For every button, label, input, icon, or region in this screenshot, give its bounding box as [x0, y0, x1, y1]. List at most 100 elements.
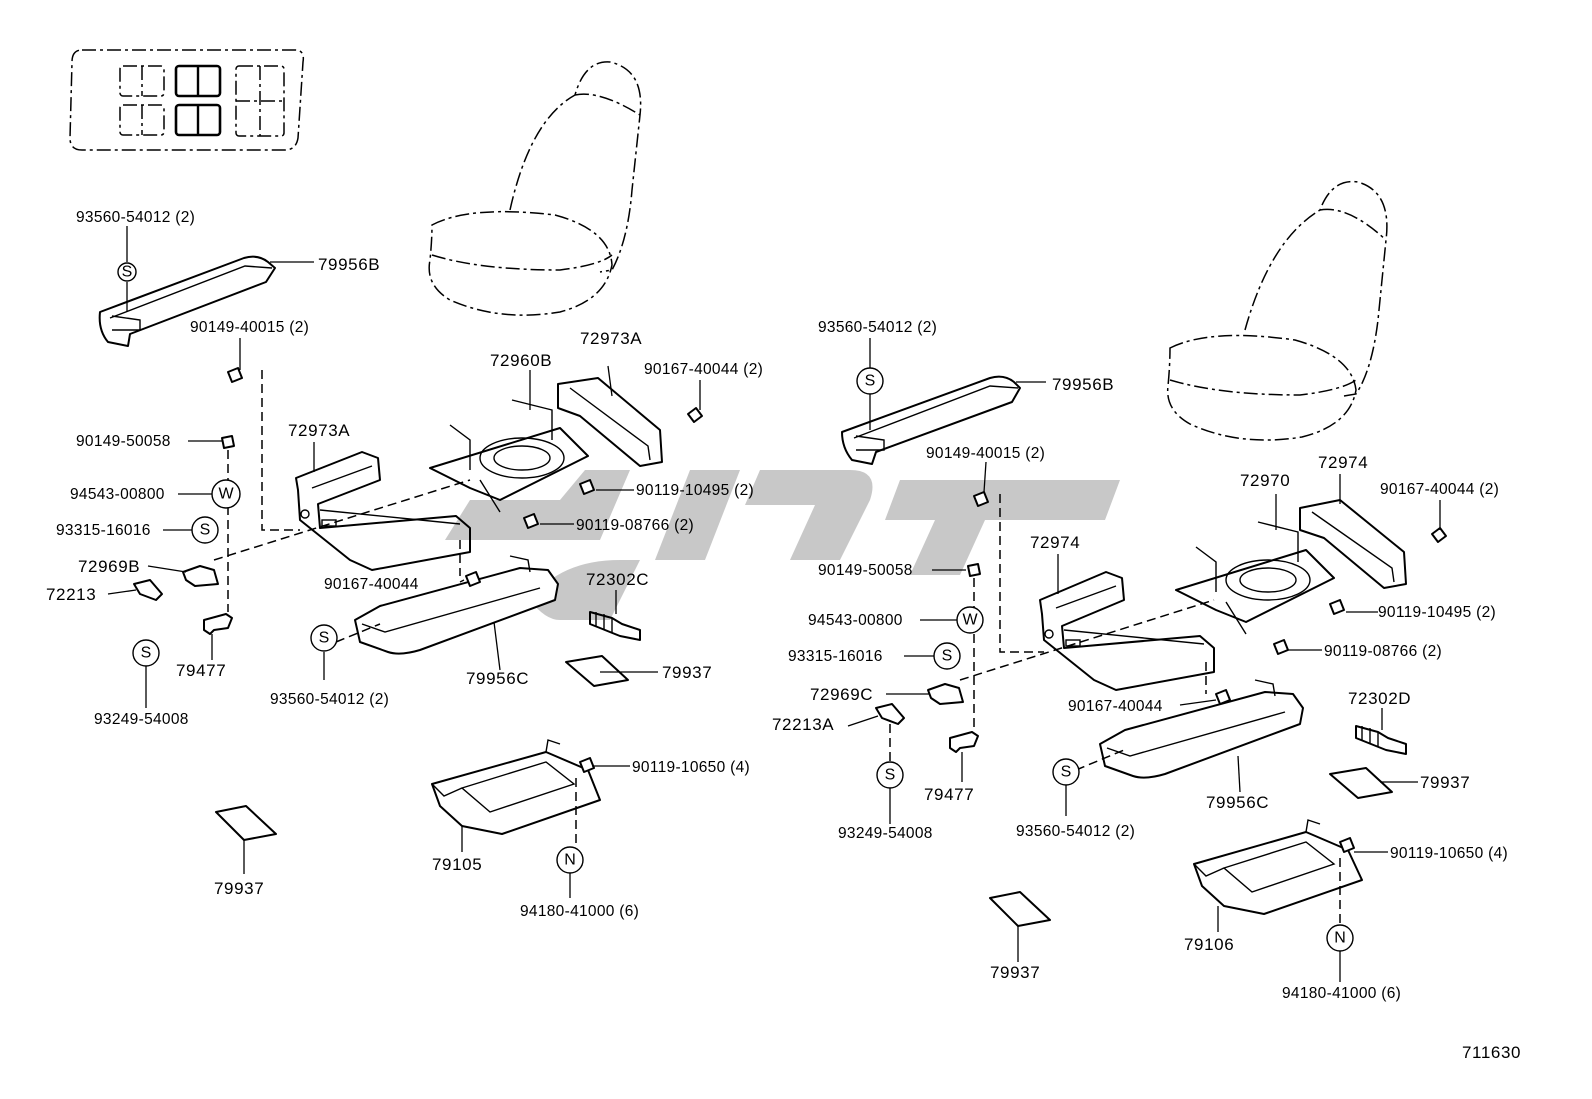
labels-right: 93560-54012 (2) 79956B 90149-40015 (2) 7…: [772, 319, 1508, 1002]
pad-79937-right-a: [1329, 767, 1393, 799]
n-symbol-right-text: N: [1334, 930, 1346, 947]
label-72213: 72213: [46, 585, 96, 604]
bracket-72974-left: [1039, 571, 1215, 691]
label-93249-54008-left: 93249-54008: [94, 711, 189, 728]
s-symbol-left-top: [117, 262, 137, 282]
label-72974-top: 72974: [1318, 453, 1368, 472]
frame-79105: [431, 739, 601, 835]
n-symbol-left: [556, 846, 584, 874]
diagram-id: 711630: [1462, 1043, 1521, 1062]
label-94180-41000-left: 94180-41000 (6): [520, 903, 639, 920]
s-symbol-left-top-text: S: [122, 264, 133, 281]
s-symbol-left-93249: [132, 639, 160, 667]
label-90167-40044-mid-left: 90167-40044: [324, 576, 419, 593]
label-90149-50058-left: 90149-50058: [76, 433, 171, 450]
label-93315-16016-left: 93315-16016: [56, 522, 151, 539]
seat-outline-left: [428, 61, 642, 316]
label-90167-40044-top-right: 90167-40044 (2): [1380, 481, 1499, 498]
hinge-72960b: [429, 399, 589, 513]
label-79956b-right: 79956B: [1052, 375, 1114, 394]
label-79956c-right: 79956C: [1206, 793, 1269, 812]
label-72970: 72970: [1240, 471, 1290, 490]
s-symbol-left-93249-text: S: [141, 645, 152, 662]
s-symbol-right-93249-text: S: [885, 767, 896, 784]
s-symbol-left-93315: [191, 516, 219, 544]
s-symbol-left-93315-text: S: [200, 522, 211, 539]
s-symbol-right-93249: [876, 761, 904, 789]
w-symbol-right-text: W: [962, 612, 978, 629]
label-72969c: 72969C: [810, 685, 873, 704]
s-symbol-right-93560: [1052, 758, 1080, 786]
label-90149-50058-right: 90149-50058: [818, 562, 913, 579]
label-79477-left: 79477: [176, 661, 226, 680]
armrest-top-left: [98, 255, 276, 347]
label-72974-left: 72974: [1030, 533, 1080, 552]
label-90149-40015-right: 90149-40015 (2): [926, 445, 1045, 462]
label-72302d: 72302D: [1348, 689, 1411, 708]
armrest-lower-79956c-left: [354, 555, 559, 655]
s-symbol-right-93560-text: S: [1061, 764, 1072, 781]
label-90119-10650-left: 90119-10650 (4): [632, 759, 750, 776]
label-79106: 79106: [1184, 935, 1234, 954]
label-72960b: 72960B: [490, 351, 552, 370]
bracket-72973a-left: [295, 451, 471, 571]
s-symbol-left-93560: [310, 624, 338, 652]
armrest-lower-79956c-right: [1099, 679, 1304, 779]
symbols-right: S W S S S N: [856, 367, 1354, 952]
connection-lines-right: [889, 494, 1341, 926]
part-72213: [133, 579, 163, 601]
label-90167-40044-mid-right: 90167-40044: [1068, 698, 1163, 715]
label-94180-41000-right: 94180-41000 (6): [1282, 985, 1401, 1002]
pad-79937-right-b: [989, 891, 1051, 927]
w-symbol-left-text: W: [218, 486, 234, 503]
s-symbol-left-93560-text: S: [319, 630, 330, 647]
part-72213a: [875, 703, 905, 725]
hinge-72970: [1175, 521, 1335, 635]
s-symbol-right-top: [856, 367, 884, 395]
fasteners-left: [221, 367, 703, 773]
label-90119-10495-left: 90119-10495 (2): [636, 482, 754, 499]
label-93560-54012-lower-left: 93560-54012 (2): [270, 691, 389, 708]
label-90119-10495-right: 90119-10495 (2): [1378, 604, 1496, 621]
label-93315-16016-right: 93315-16016: [788, 648, 883, 665]
part-72969c: [927, 683, 964, 705]
connection-lines-left: [213, 370, 577, 848]
label-90119-08766-right: 90119-08766 (2): [1324, 643, 1442, 660]
seat-outline-right: [1166, 180, 1388, 441]
label-93560-54012-top-right: 93560-54012 (2): [818, 319, 937, 336]
pad-79937-left-b: [215, 805, 277, 841]
label-72213a: 72213A: [772, 715, 834, 734]
label-79477-right: 79477: [924, 785, 974, 804]
pad-79937-left-a: [565, 655, 629, 687]
label-79937-left-a: 79937: [662, 663, 712, 682]
s-symbol-right-93315-text: S: [942, 648, 953, 665]
symbols-left: S W S S S N: [117, 262, 584, 874]
part-79477-right: [949, 731, 979, 753]
label-79105: 79105: [432, 855, 482, 874]
label-93560-54012-lower-right: 93560-54012 (2): [1016, 823, 1135, 840]
label-90167-40044-top-left: 90167-40044 (2): [644, 361, 763, 378]
cover-72974-top: [1299, 499, 1407, 589]
fasteners-right: [967, 491, 1447, 853]
label-93249-54008-right: 93249-54008: [838, 825, 933, 842]
s-symbol-right-top-text: S: [865, 373, 876, 390]
label-72969b: 72969B: [78, 557, 140, 576]
part-72302c: [589, 611, 641, 641]
w-symbol-left: [211, 479, 241, 509]
label-94543-00800-right: 94543-00800: [808, 612, 903, 629]
w-symbol-right: [956, 606, 984, 634]
part-72302d: [1355, 725, 1407, 755]
label-94543-00800-left: 94543-00800: [70, 486, 165, 503]
s-symbol-right-93315: [933, 642, 961, 670]
label-72973a-left-part: 72973A: [288, 421, 350, 440]
label-79937-right-b: 79937: [990, 963, 1040, 982]
label-90119-08766-left: 90119-08766 (2): [576, 517, 694, 534]
armrest-top-right: [841, 375, 1021, 465]
cover-72973a-right: [557, 377, 663, 467]
label-79937-left-b: 79937: [214, 879, 264, 898]
part-79477-left: [203, 613, 233, 635]
label-90149-40015-left: 90149-40015 (2): [190, 319, 309, 336]
frame-79106: [1193, 819, 1363, 915]
seat-layout-inset: [69, 49, 305, 151]
